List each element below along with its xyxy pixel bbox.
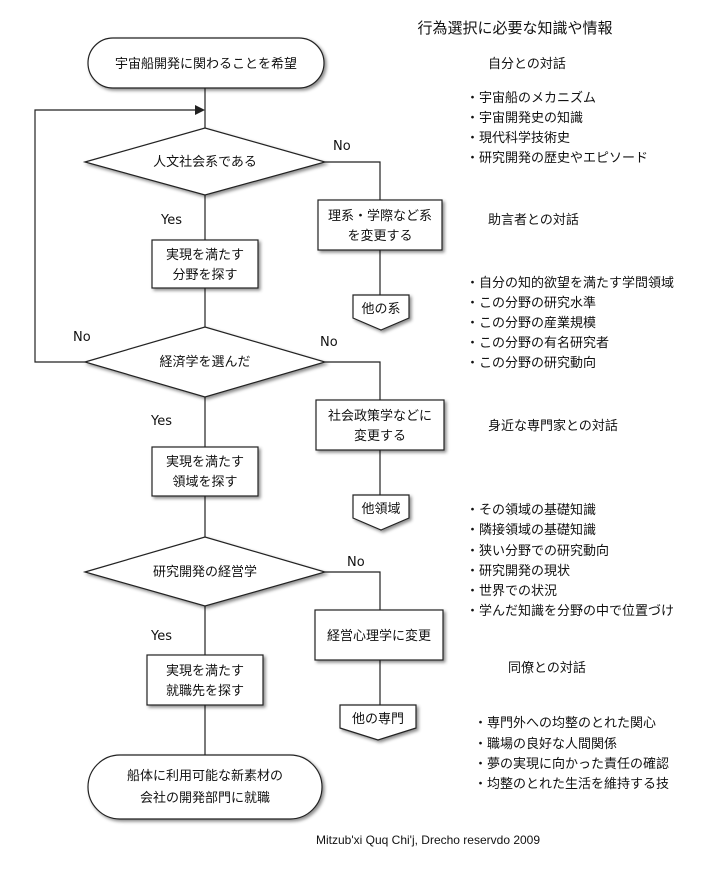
no-label-3: No — [347, 555, 365, 570]
info-item: ・隣接領域の基礎知識 — [466, 522, 596, 538]
no-label-1: No — [333, 139, 351, 154]
action-find-employer-line2: 就職先を探す — [166, 684, 244, 699]
info-heading-colleague: 同僚との対話 — [508, 660, 586, 676]
loop-arrowhead — [195, 105, 205, 115]
yes-label-2: Yes — [150, 414, 172, 429]
decision-economics-label: 経済学を選んだ — [159, 354, 250, 370]
info-item: ・夢の実現に向かった責任の確認 — [474, 756, 669, 772]
action-find-domain-line2: 領域を探す — [172, 474, 237, 490]
alt-change-policy-line1: 社会政策学などに — [328, 408, 432, 424]
info-item: ・宇宙船のメカニズム — [466, 90, 596, 106]
info-item: ・世界での状況 — [466, 584, 557, 599]
action-find-domain-line1: 実現を満たす — [166, 454, 244, 470]
no-label-loop: No — [73, 330, 91, 345]
decision-humanities — [82, 127, 328, 196]
yes-label-3: Yes — [150, 629, 172, 644]
info-item: ・職場の良好な人間関係 — [474, 736, 617, 752]
start-terminal — [87, 37, 325, 89]
connector-d3-alt3 — [325, 571, 381, 610]
connector-d2-alt2 — [325, 361, 381, 400]
action-find-employer — [146, 654, 264, 706]
info-item: ・宇宙開発史の知識 — [466, 110, 583, 126]
alt-change-system — [317, 199, 443, 251]
info-item: ・研究開発の歴史やエピソード — [466, 151, 648, 166]
info-item: ・その領域の基礎知識 — [466, 502, 596, 518]
alt-change-policy — [315, 399, 445, 451]
alt-change-psychology-label: 経営心理学に変更 — [327, 628, 431, 644]
exit-other-system-label: 他の系 — [361, 302, 400, 317]
footer-credit: Mitzub'xi Quq Chi'j, Drecho reservdo 200… — [316, 833, 540, 847]
action-find-employer-line1: 実現を満たす — [166, 663, 244, 679]
action-find-field-line2: 分野を探す — [172, 268, 237, 283]
info-heading-expert: 身近な専門家との対話 — [488, 418, 618, 434]
info-heading-self: 自分との対話 — [488, 56, 566, 72]
decision-economics — [82, 326, 328, 398]
info-item: ・専門外への均整のとれた関心 — [474, 716, 656, 731]
info-item: ・現代科学技術史 — [466, 130, 570, 146]
end-line2: 会社の開発部門に就職 — [140, 790, 270, 806]
no-label-2: No — [320, 335, 338, 350]
connector-loop-back — [34, 109, 195, 363]
action-find-field-line1: 実現を満たす — [166, 247, 244, 263]
action-find-domain — [151, 446, 259, 497]
info-item: ・研究開発の現状 — [466, 564, 570, 579]
exit-other-domain-label: 他領域 — [361, 501, 400, 517]
info-item: ・均整のとれた生活を維持する技 — [474, 777, 669, 792]
decision-rd-management-label: 研究開発の経営学 — [153, 564, 257, 580]
alt-change-system-line2: を変更する — [347, 228, 412, 244]
yes-label-1: Yes — [160, 213, 182, 228]
header-title: 行為選択に必要な知識や情報 — [417, 19, 612, 37]
alt-change-psychology — [314, 609, 444, 661]
exit-other-domain — [352, 494, 410, 531]
info-item: ・この分野の有名研究者 — [466, 335, 609, 351]
info-item: ・この分野の産業規模 — [466, 315, 596, 331]
info-heading-advisor: 助言者との対話 — [488, 212, 579, 228]
action-find-field — [151, 239, 259, 289]
info-item: ・この分野の研究水準 — [466, 295, 596, 311]
info-item: ・自分の知的欲望を満たす学問領域 — [466, 275, 674, 291]
info-item: ・狭い分野での研究動向 — [466, 543, 609, 559]
decision-humanities-label: 人文社会系である — [153, 154, 257, 170]
exit-other-system — [352, 294, 410, 331]
exit-other-specialty-label: 他の専門 — [352, 712, 404, 727]
info-item: ・学んだ知識を分野の中で位置づけ — [466, 603, 674, 619]
decision-rd-management — [82, 536, 328, 607]
info-item: ・この分野の研究動向 — [466, 355, 596, 371]
end-line1: 船体に利用可能な新素材の — [127, 768, 283, 784]
connector-d1-alt1 — [325, 161, 381, 200]
connectors — [34, 88, 381, 755]
start-label: 宇宙船開発に関わることを希望 — [115, 56, 297, 72]
end-terminal — [87, 754, 323, 820]
exit-other-specialty — [339, 704, 417, 741]
alt-change-policy-line2: 変更する — [354, 428, 406, 444]
alt-change-system-line1: 理系・学際など系 — [328, 208, 432, 224]
